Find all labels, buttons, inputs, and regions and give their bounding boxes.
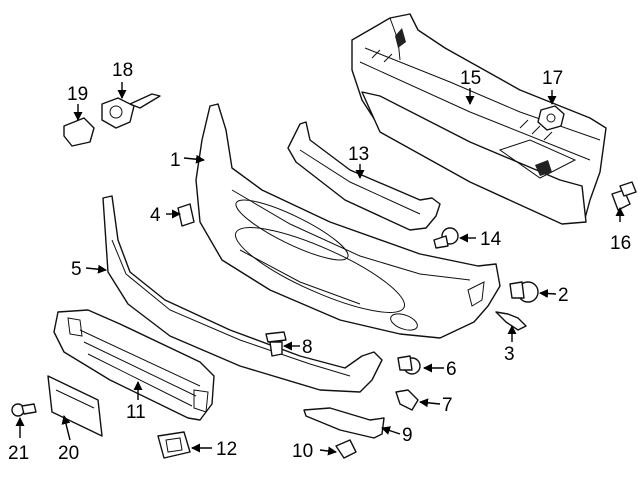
callout-4: 4 bbox=[150, 205, 161, 226]
callout-labels: 1 2 3 4 5 6 7 8 9 10 11 12 13 14 15 16 1… bbox=[8, 60, 631, 464]
callout-21: 21 bbox=[8, 443, 29, 464]
part-12-cap bbox=[157, 431, 191, 459]
callout-13: 13 bbox=[348, 144, 369, 165]
part-20-plate-bracket bbox=[47, 375, 103, 437]
part-8-push-clip bbox=[265, 331, 287, 357]
leader-20 bbox=[61, 415, 71, 441]
part-9-trim-strip bbox=[303, 407, 385, 439]
callout-11: 11 bbox=[126, 402, 146, 423]
callout-16: 16 bbox=[610, 233, 631, 254]
part-7-bolt bbox=[395, 389, 419, 411]
leader-2 bbox=[539, 289, 557, 298]
part-15-reinforcement-bar bbox=[351, 13, 607, 225]
part-21-bolt bbox=[11, 403, 37, 417]
leader-5 bbox=[85, 264, 107, 274]
part-6-screw bbox=[397, 355, 421, 375]
callout-10: 10 bbox=[292, 441, 313, 462]
leader-1 bbox=[183, 154, 205, 164]
part-11-grille bbox=[53, 309, 215, 421]
part-2-washer bbox=[509, 281, 539, 303]
callout-2: 2 bbox=[558, 285, 569, 306]
callout-7: 7 bbox=[442, 395, 453, 416]
callout-15: 15 bbox=[460, 68, 481, 89]
callout-8: 8 bbox=[302, 337, 313, 358]
callout-18: 18 bbox=[112, 60, 133, 81]
callout-12: 12 bbox=[216, 439, 237, 460]
callout-1: 1 bbox=[170, 150, 181, 171]
part-16-bolt bbox=[611, 181, 637, 211]
callout-20: 20 bbox=[58, 443, 79, 464]
callout-14: 14 bbox=[480, 229, 502, 250]
leader-9 bbox=[381, 426, 401, 435]
callout-5: 5 bbox=[71, 259, 82, 280]
callout-19: 19 bbox=[67, 84, 88, 105]
leader-10 bbox=[319, 446, 337, 456]
part-3-pin bbox=[495, 311, 527, 331]
leader-7 bbox=[419, 398, 441, 408]
callout-17: 17 bbox=[542, 68, 563, 89]
part-4-clip bbox=[177, 203, 195, 227]
part-1-bumper-cover bbox=[195, 103, 501, 339]
part-5-lower-valance bbox=[102, 195, 383, 393]
part-10-clip bbox=[335, 439, 357, 459]
part-19-connector bbox=[63, 117, 95, 147]
callout-6: 6 bbox=[446, 359, 457, 380]
part-17-nut bbox=[537, 105, 565, 131]
leader-lines bbox=[15, 82, 625, 456]
callout-9: 9 bbox=[402, 425, 413, 446]
part-18-sensor bbox=[101, 93, 161, 129]
part-14-screw bbox=[433, 227, 459, 249]
callout-3: 3 bbox=[504, 344, 515, 365]
